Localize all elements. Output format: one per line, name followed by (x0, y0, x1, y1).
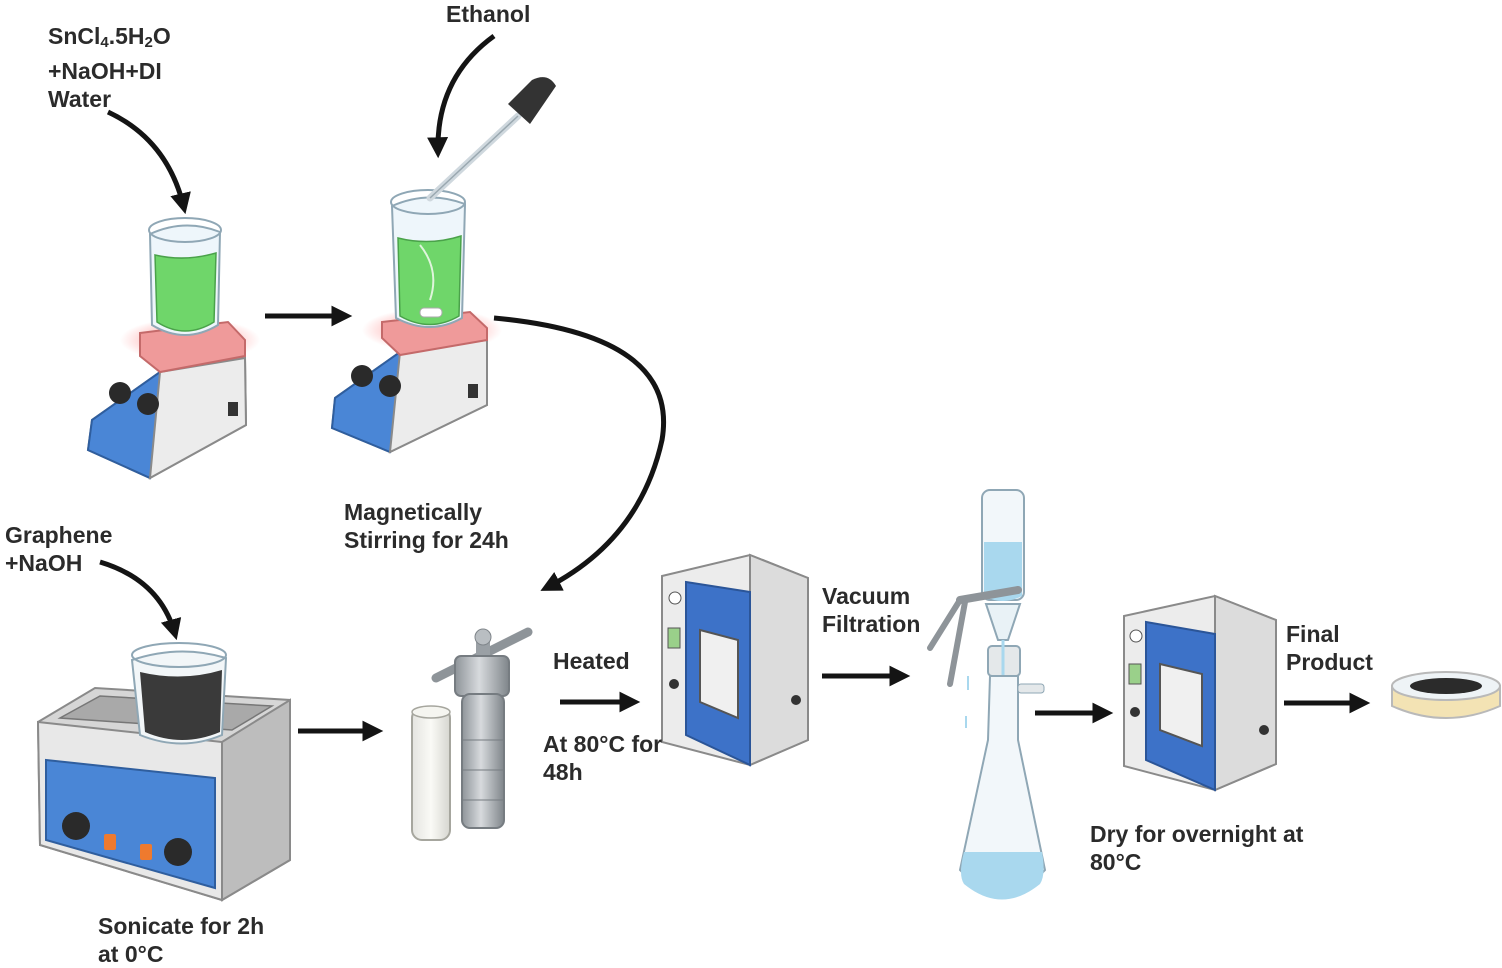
label-dry: Dry for overnight at 80°C (1090, 821, 1304, 875)
label-graphene: Graphene +NaOH (5, 522, 113, 576)
drying-oven-icon (661, 553, 809, 767)
petri-dish-icon (1391, 671, 1501, 719)
beaker-green-solution-icon (148, 217, 222, 336)
label-ethanol: Ethanol (446, 1, 531, 27)
hotplate-stirrer-icon (330, 308, 502, 454)
autoclave-icon (431, 627, 533, 829)
label-heat-conditions: At 80°C for 48h (543, 731, 663, 785)
vacuum-filtration-icon (927, 489, 1047, 900)
beaker-graphene-icon (130, 642, 228, 745)
label-sonicate: Sonicate for 2h at 0°C (98, 913, 265, 967)
label-final-product: Final Product (1286, 621, 1373, 675)
beaker-green-solution-icon (390, 189, 467, 328)
arrow-reagents (106, 109, 191, 215)
drying-oven-icon (1123, 594, 1277, 792)
arrow-hotplate2-to-autoclave (493, 315, 666, 591)
dropper-icon (426, 77, 556, 202)
label-vacuum: Vacuum Filtration (822, 583, 921, 637)
teflon-liner-icon (411, 705, 451, 841)
hotplate-stirrer-icon (86, 318, 260, 480)
process-arrows (99, 33, 1371, 742)
label-stirring: Magnetically Stirring for 24h (344, 499, 509, 553)
label-heated: Heated (553, 648, 630, 674)
arrow-graphene (99, 559, 182, 641)
arrow-ethanol (427, 33, 496, 159)
label-reagents: SnCl4.5H2O +NaOH+DI Water (48, 23, 171, 112)
